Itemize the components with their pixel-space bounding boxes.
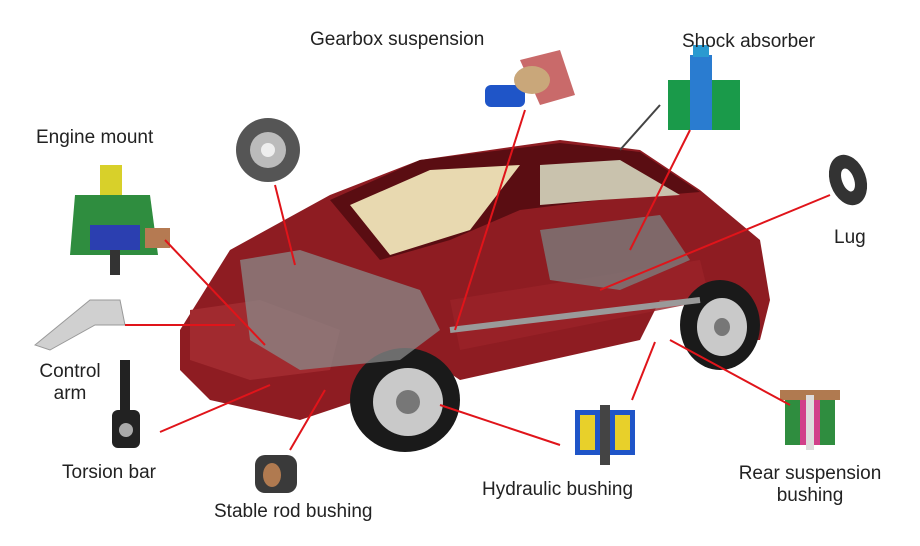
pointer-hydraulic	[439, 404, 561, 446]
pointer-stable-rod	[289, 389, 326, 451]
pointer-shock-absorber	[629, 129, 691, 251]
pointer-torsion-bar	[159, 384, 271, 433]
pointer-strut-mount	[274, 184, 296, 266]
label-rear-suspension-line2: bushing	[776, 485, 844, 506]
gearbox-suspension-part	[485, 50, 575, 107]
label-control-arm-line1: Control	[39, 361, 101, 382]
label-control-arm: Control arm	[33, 361, 107, 405]
car-illustration	[180, 104, 770, 452]
pointer-lug	[599, 194, 831, 291]
label-lug: Lug	[834, 227, 866, 248]
stable-rod-bushing-part	[255, 455, 297, 493]
label-stable-rod-bushing: Stable rod bushing	[214, 501, 373, 522]
label-engine-mount: Engine mount	[36, 127, 154, 148]
pointer-lines	[125, 109, 831, 451]
lug-part	[828, 154, 868, 206]
label-rear-suspension-line1: Rear suspension	[738, 463, 882, 484]
pointer-hydraulic-2	[631, 341, 656, 401]
label-gearbox-suspension: Gearbox suspension	[310, 29, 485, 50]
pointer-rear-suspension	[669, 339, 791, 406]
label-hydraulic-bushing: Hydraulic bushing	[482, 479, 634, 500]
control-arm-part	[33, 299, 126, 351]
engine-mount-part	[70, 165, 170, 275]
rear-suspension-bushing-part	[780, 390, 840, 450]
strut-mount-part	[236, 118, 300, 182]
pointer-engine-mount	[164, 239, 266, 346]
label-torsion-bar: Torsion bar	[62, 462, 156, 483]
shock-absorber-part	[668, 45, 740, 130]
label-control-arm-line2: arm	[53, 383, 87, 404]
pointer-gearbox	[454, 109, 526, 331]
hydraulic-bushing-part	[575, 405, 635, 465]
label-rear-suspension-bushing: Rear suspension bushing	[722, 463, 898, 507]
label-shock-absorber: Shock absorber	[682, 31, 816, 52]
torsion-bar-part	[112, 360, 140, 448]
